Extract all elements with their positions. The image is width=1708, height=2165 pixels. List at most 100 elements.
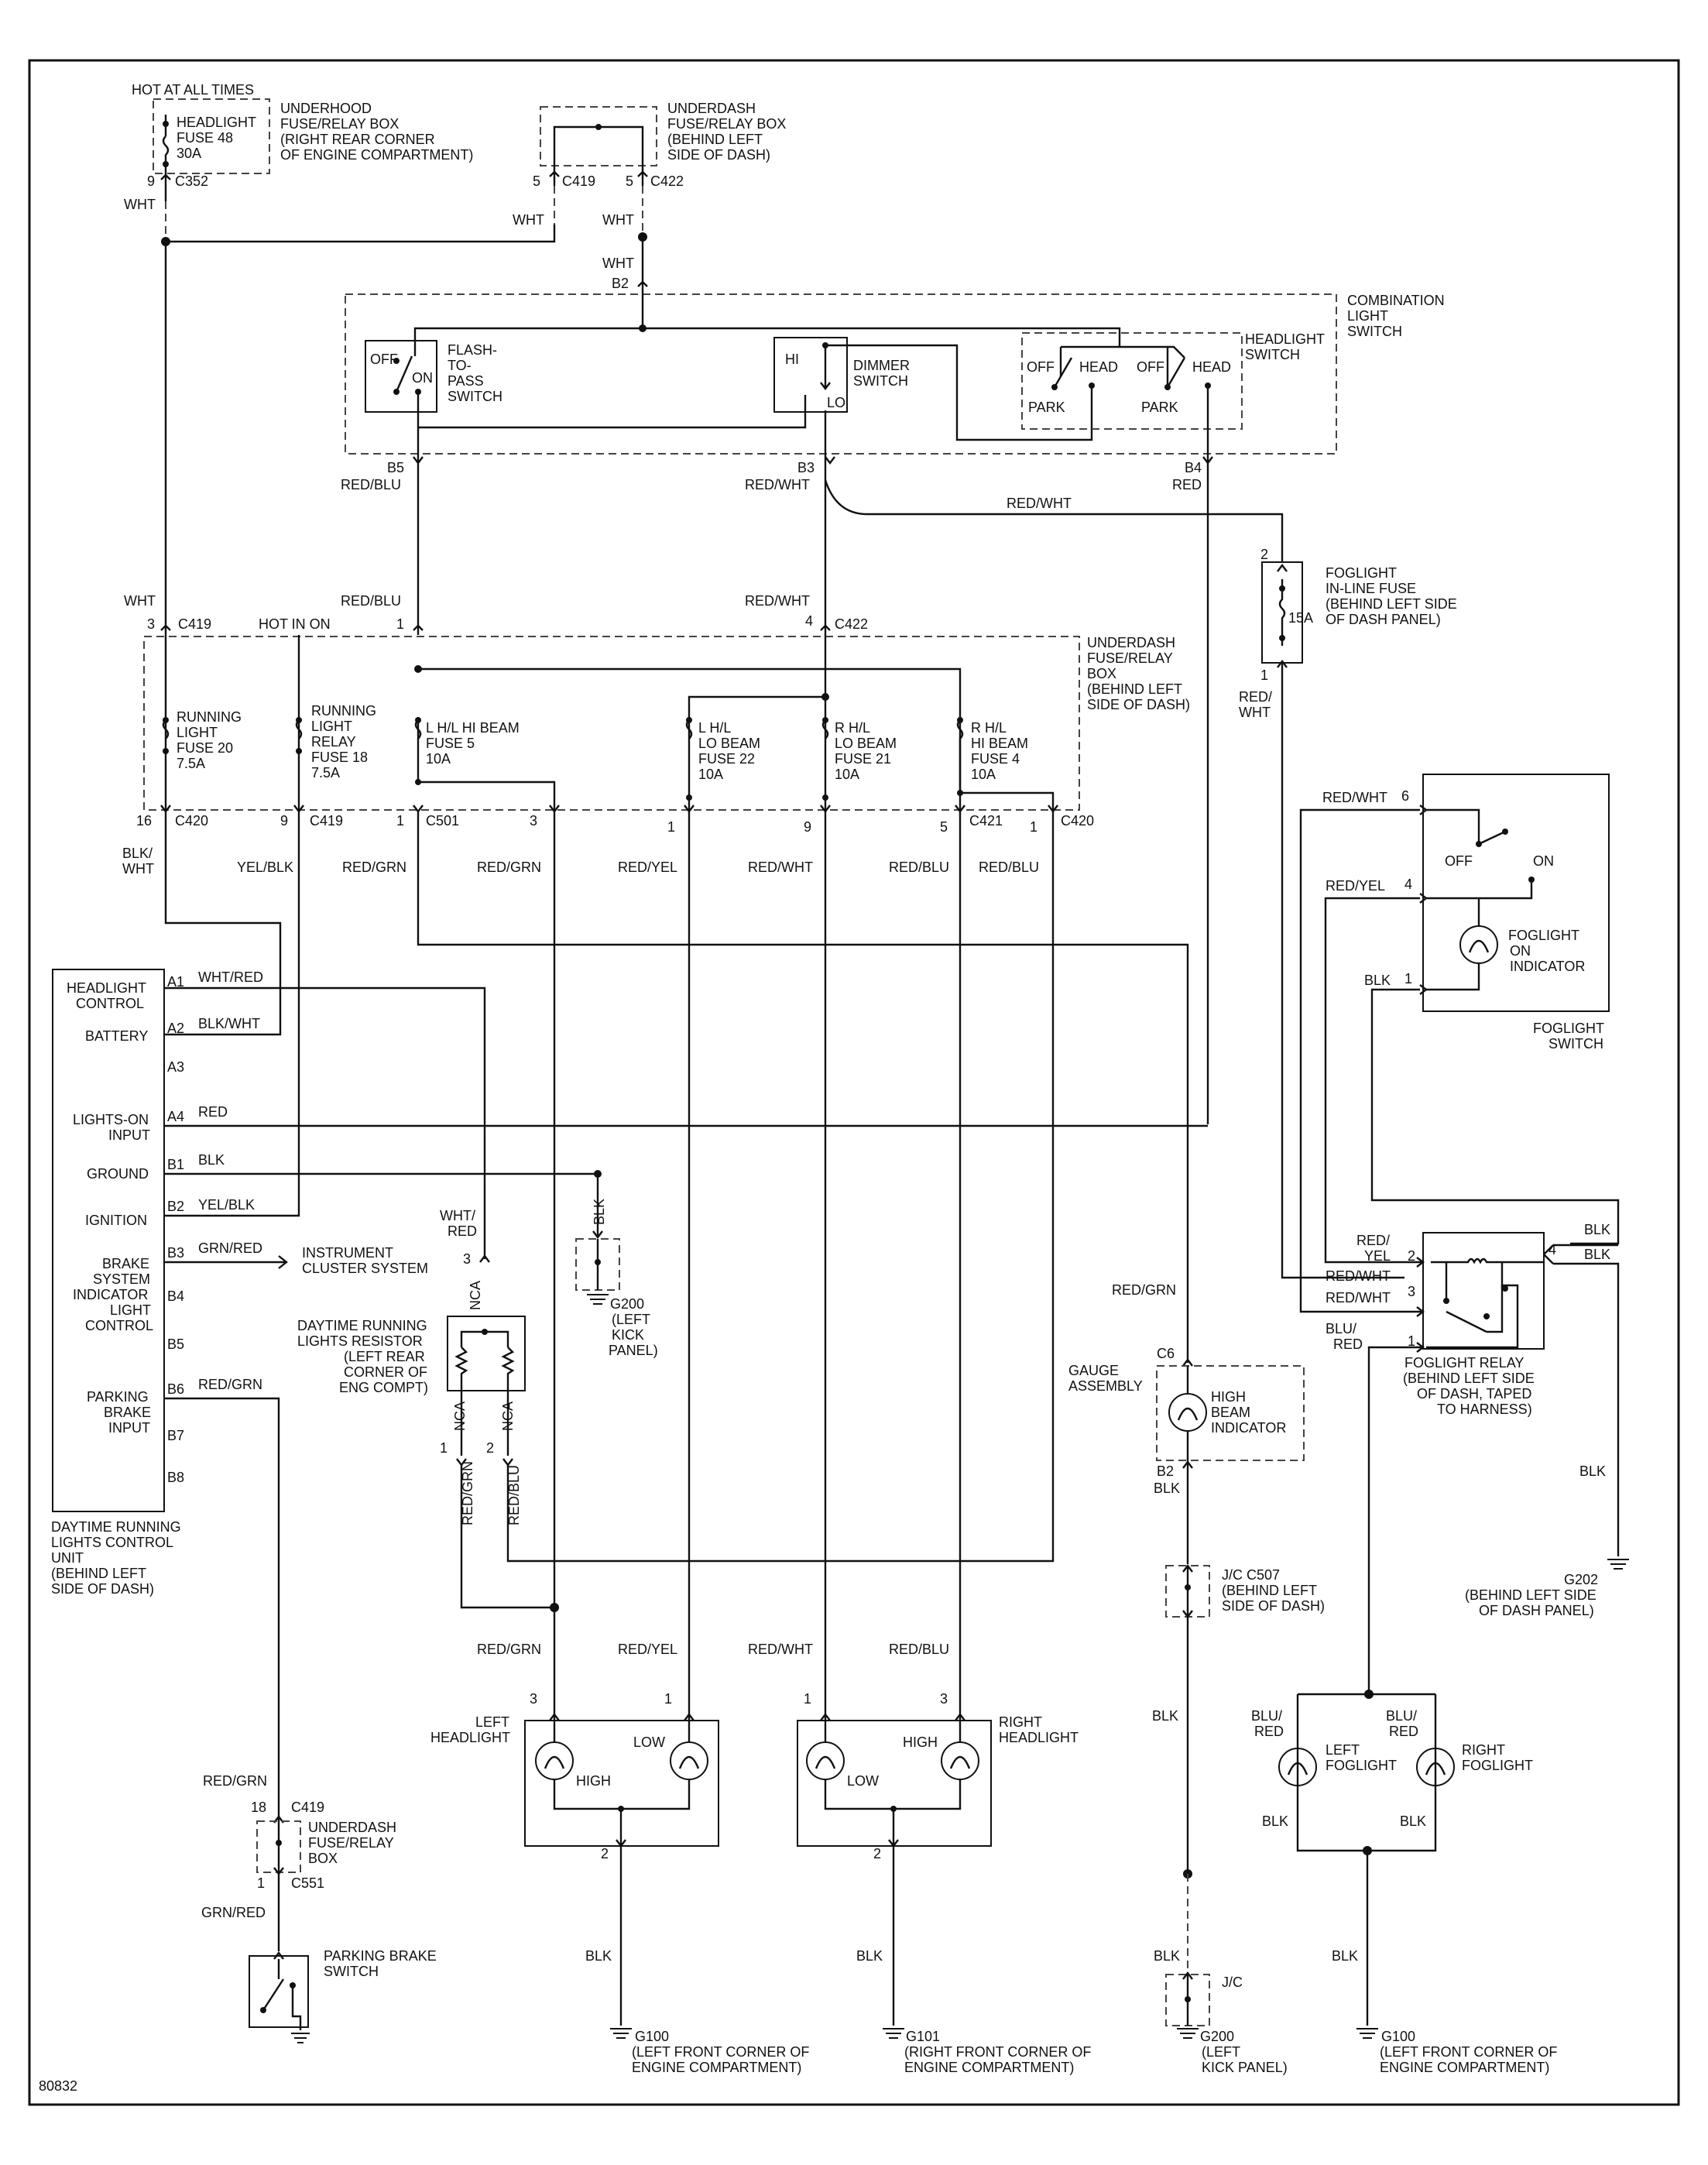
diagram-label: B5 — [387, 460, 404, 475]
diagram-label: C551 — [291, 1875, 324, 1891]
diagram-label: C422 — [835, 616, 868, 632]
diagram-label: 6 — [1401, 788, 1409, 804]
diagram-label: ON — [412, 370, 433, 386]
diagram-label: J/C C507 — [1222, 1567, 1280, 1583]
diagram-label: BLK — [1154, 1481, 1180, 1496]
diagram-label: RED/GRN — [342, 859, 406, 875]
diagram-label: RUNNING — [311, 703, 376, 719]
diagram-label: FLASH- — [448, 342, 497, 358]
diagram-label: BLK — [856, 1948, 883, 1964]
diagram-label: G200 — [1200, 2029, 1234, 2044]
diagram-label: YEL — [1364, 1248, 1391, 1264]
diagram-label: BRAKE — [104, 1405, 151, 1420]
diagram-label: FUSE 22 — [698, 751, 755, 767]
diagram-label: R H/L — [835, 720, 870, 736]
diagram-label: 3 — [1408, 1284, 1415, 1299]
diagram-label: 2 — [601, 1846, 609, 1861]
diagram-label: RED/GRN — [203, 1773, 267, 1789]
diagram-label: RED — [198, 1104, 228, 1120]
diagram-label: RED/BLU — [889, 859, 949, 875]
diagram-label: OFF — [1027, 359, 1055, 375]
diagram-label: B3 — [797, 460, 815, 475]
diagram-label: B8 — [167, 1470, 184, 1485]
headlight-switch — [1021, 332, 1243, 430]
diagram-label: IN-LINE FUSE — [1326, 581, 1416, 596]
diagram-label: (LEFT — [1202, 2044, 1240, 2060]
diagram-label: 7.5A — [177, 756, 205, 771]
diagram-label: BEAM — [1211, 1405, 1250, 1420]
right-headlight: RED/WHT RED/BLU 1 3 RIGHT HEADLIGHT HIGH… — [748, 1642, 1091, 2075]
diagram-label: (BEHIND LEFT SIDE — [1326, 596, 1457, 612]
diagram-label: DAYTIME RUNNING — [51, 1519, 181, 1535]
diagram-label: 2 — [486, 1440, 494, 1456]
diagram-label: LIGHT — [311, 719, 352, 734]
diagram-label: GROUND — [87, 1166, 149, 1182]
diagram-label: 1 — [667, 819, 675, 835]
diagram-label: (LEFT REAR — [344, 1349, 425, 1364]
diagram-label: SIDE OF DASH) — [667, 147, 770, 163]
diagram-label: DAYTIME RUNNING — [297, 1318, 427, 1333]
diagram-label: TO- — [448, 358, 472, 373]
diagram-label: BOX — [308, 1851, 338, 1866]
diagram-label: B2 — [612, 276, 629, 291]
diagram-label: FUSE/RELAY BOX — [280, 116, 399, 132]
diagram-label: LEFT — [475, 1714, 509, 1730]
diagram-label: RED/GRN — [477, 1642, 541, 1657]
foglight-switch: RED/WHT 6 OFF ON RED/YEL 4 FOGLIGHT ON I… — [1299, 774, 1620, 1313]
diagram-label: C419 — [310, 813, 343, 829]
diagram-label: CLUSTER SYSTEM — [302, 1261, 428, 1276]
diagram-label: ON — [1533, 853, 1554, 869]
diagram-label: 9 — [804, 819, 811, 835]
diagram-label: 30A — [177, 146, 201, 161]
diagram-label: RED/BLU — [979, 859, 1039, 875]
diagram-label: BOX — [1087, 666, 1116, 681]
diagram-label: RUNNING — [177, 709, 242, 725]
foglights: BLU/ RED BLU/ RED LEFT FOGLIGHT RIGHT FO… — [1251, 1693, 1557, 2075]
diagram-label: C419 — [178, 616, 211, 632]
diagram-label: 16 — [136, 813, 152, 829]
diagram-label: HEADLIGHT — [1245, 331, 1325, 347]
diagram-frame — [28, 59, 1680, 2106]
diagram-label: PANEL) — [609, 1343, 658, 1358]
diagram-label: KICK — [612, 1327, 644, 1343]
diagram-label: BLK — [1262, 1813, 1288, 1829]
diagram-label: 1 — [440, 1440, 448, 1456]
diagram-label: LOW — [847, 1773, 879, 1789]
diagram-label: 3 — [940, 1691, 948, 1707]
diagram-label: BLK/ — [122, 846, 153, 861]
diagram-label: 7.5A — [311, 765, 340, 781]
diagram-label: 1 — [664, 1691, 672, 1707]
diagram-label: A1 — [167, 974, 184, 990]
diagram-label: 3 — [530, 813, 537, 829]
diagram-label: RED/GRN — [460, 1461, 475, 1525]
diagram-label: (LEFT — [612, 1312, 650, 1327]
diagram-label: BLK — [585, 1948, 612, 1964]
diagram-label: DIMMER — [853, 358, 910, 373]
diagram-label: 15A — [1288, 610, 1313, 626]
diagram-label: 9 — [280, 813, 288, 829]
diagram-label: BLK — [1400, 1813, 1426, 1829]
diagram-label: UNDERHOOD — [280, 101, 372, 116]
diagram-label: (BEHIND LEFT — [1222, 1583, 1317, 1598]
diagram-label: 1 — [1408, 1333, 1415, 1349]
diagram-label: 1 — [257, 1875, 265, 1891]
diagram-label: BLK — [198, 1152, 225, 1168]
diagram-label: ENGINE COMPARTMENT) — [1380, 2060, 1549, 2075]
diagram-label: PARK — [1028, 400, 1065, 415]
diagram-label: BLK — [1332, 1948, 1358, 1964]
diagram-label: B3 — [167, 1245, 184, 1261]
diagram-label: YEL/BLK — [237, 859, 293, 875]
diagram-label: B4 — [167, 1288, 184, 1304]
diagram-label: RED/WHT — [748, 859, 813, 875]
diagram-label: 1 — [396, 813, 404, 829]
diagram-label: SWITCH — [1245, 347, 1300, 362]
diagram-label: CONTROL — [85, 1318, 153, 1333]
diagram-label: WHT — [602, 212, 634, 228]
diagram-label: RED — [1333, 1336, 1363, 1352]
diagram-label: 2 — [873, 1846, 881, 1861]
diagram-label: RED — [1389, 1724, 1418, 1739]
diagram-label: RIGHT — [999, 1714, 1042, 1730]
diagram-label: RED/ — [1356, 1233, 1390, 1248]
diagram-label: SIDE OF DASH) — [1087, 697, 1190, 712]
